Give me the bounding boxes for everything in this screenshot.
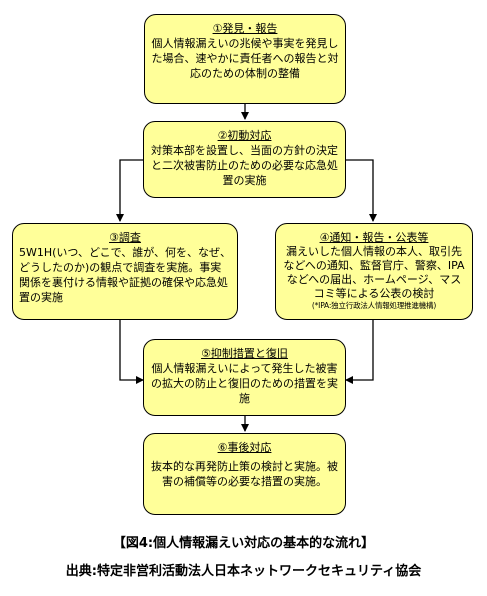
step3-body: 5W1H(いつ、どこで、誰が、何を、なぜ、どうしたのか)の観点で調査を実施。事実… xyxy=(19,246,232,304)
step6-body: 抜本的な再発防止策の検討と実施。被害の補償等の必要な措置の実施。 xyxy=(151,460,338,488)
step6-box: ⑥事後対応 抜本的な再発防止策の検討と実施。被害の補償等の必要な措置の実施。 xyxy=(143,433,346,515)
step4-box: ④通知・報告・公表等 漏えいした個人情報の本人、取引先などへの通知、監督官庁、警… xyxy=(275,223,473,320)
step4-title: ④通知・報告・公表等 xyxy=(319,231,429,244)
step1-body: 個人情報漏えいの兆候や事実を発見した場合、速やかに責任者への報告と対応のための体… xyxy=(151,37,339,80)
arrow-2-to-3 xyxy=(116,159,143,222)
step6-title: ⑥事後対応 xyxy=(217,441,272,454)
step1-title: ①発見・報告 xyxy=(212,22,278,35)
source-caption: 出典:特定非営利活動法人日本ネットワークセキュリティ協会 xyxy=(65,564,422,579)
step2-title: ②初動対応 xyxy=(217,129,272,142)
arrow-4-to-5 xyxy=(345,320,374,384)
figure-caption: 【図4:個人情報漏えい対応の基本的な流れ】 xyxy=(112,536,375,551)
step3-box: ③調査 5W1H(いつ、どこで、誰が、何を、なぜ、どうしたのか)の観点で調査を実… xyxy=(12,223,238,320)
step4-note: (*IPA:独立行政法人情報処理推進機構) xyxy=(311,301,437,310)
step1-box: ①発見・報告 個人情報漏えいの兆候や事実を発見した場合、速やかに責任者への報告と… xyxy=(144,14,346,104)
step2-box: ②初動対応 対策本部を設置し、当面の方針の決定と二次被害防止のための必要な応急処… xyxy=(143,121,346,198)
arrow-3-to-5 xyxy=(119,320,144,384)
step5-body: 個人情報漏えいによって発生した被害の拡大の防止と復旧のための措置を実施 xyxy=(151,362,338,405)
step2-body: 対策本部を設置し、当面の方針の決定と二次被害防止のための必要な応急処置の実施 xyxy=(151,144,338,187)
step4-body: 漏えいした個人情報の本人、取引先などへの通知、監督官庁、警察、IPAなどへの届出… xyxy=(283,245,465,300)
step5-box: ⑤抑制措置と復旧 個人情報漏えいによって発生した被害の拡大の防止と復旧のための措… xyxy=(143,339,346,416)
step5-title: ⑤抑制措置と復旧 xyxy=(201,347,288,360)
arrow-2-to-4 xyxy=(346,159,377,222)
step3-title: ③調査 xyxy=(109,231,141,244)
